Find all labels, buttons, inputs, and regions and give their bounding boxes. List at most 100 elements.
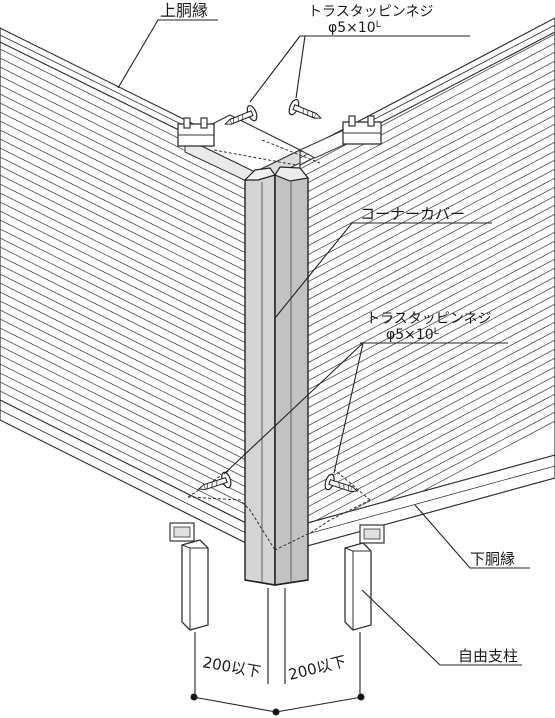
leader-lower-rail	[414, 504, 530, 569]
slat-line	[0, 255, 250, 382]
slat-line	[0, 228, 250, 355]
slat-line	[0, 282, 250, 409]
slat-line	[0, 390, 250, 517]
leader-screw-mid-b	[333, 342, 364, 474]
upper-rail-clip-left	[177, 117, 215, 147]
slat-line	[300, 69, 555, 206]
slat-line	[0, 156, 250, 283]
slat-line	[300, 96, 555, 233]
slat-line	[0, 219, 250, 346]
leader-free-post	[361, 589, 522, 666]
slat-line	[0, 111, 250, 238]
slat-line	[0, 354, 250, 481]
free-post-right	[344, 542, 372, 631]
corner-cover	[243, 166, 310, 586]
slat-line	[0, 75, 250, 202]
slat-line	[0, 66, 250, 193]
slat-line	[0, 318, 250, 445]
slat-line	[0, 93, 250, 220]
slat-line	[0, 147, 250, 274]
slat-line	[0, 129, 250, 256]
slat-line	[300, 357, 555, 494]
slat-line	[300, 141, 555, 278]
slat-line	[0, 165, 250, 292]
leader-corner-cover	[274, 222, 492, 319]
slat-line	[300, 186, 555, 323]
slat-line	[300, 105, 555, 242]
slat-line	[0, 309, 250, 436]
slat-line	[300, 87, 555, 224]
slat-line	[300, 78, 555, 215]
slat-line	[300, 51, 555, 188]
slat-line	[300, 231, 555, 368]
slat-line	[0, 102, 250, 229]
slat-line	[300, 276, 555, 413]
label-free-post: 自由支柱	[458, 647, 518, 665]
slat-line	[300, 132, 555, 269]
label-screw-mid-name: トラスタッピンネジ	[366, 311, 491, 327]
slat-line	[0, 363, 250, 490]
screw-top-right-icon	[288, 98, 323, 119]
slat-line	[300, 168, 555, 305]
screw-bottom-right-icon	[324, 473, 359, 493]
slat-line	[300, 60, 555, 197]
slat-line	[0, 291, 250, 418]
label-screw-mid-size: φ5×10L	[386, 327, 439, 343]
lower-rail-clip-left	[169, 522, 195, 542]
slat-line	[0, 300, 250, 427]
slat-line	[0, 192, 250, 319]
slat-line	[300, 213, 555, 350]
slat-line	[300, 384, 555, 521]
slat-line	[300, 285, 555, 422]
slat-line	[300, 159, 555, 296]
slat-line	[300, 204, 555, 341]
free-post-center	[267, 588, 286, 684]
label-screw-top-name: トラスタッピンネジ	[308, 4, 433, 20]
slat-line	[0, 372, 250, 499]
slat-line	[300, 177, 555, 314]
slat-line	[300, 366, 555, 503]
screw-bottom-left-icon	[197, 471, 232, 491]
dimension-right-text: 200以下	[287, 652, 348, 684]
slat-line	[0, 345, 250, 472]
slat-line	[0, 174, 250, 301]
slat-line	[300, 258, 555, 395]
label-upper-rail: 上胴縁	[160, 1, 208, 20]
slat-line	[300, 123, 555, 260]
leader-screw-top-b	[295, 35, 306, 99]
slat-line	[0, 183, 250, 310]
slat-line	[0, 246, 250, 373]
screw-top-size: φ5×10	[328, 20, 376, 36]
slat-line	[300, 222, 555, 359]
slat-line	[0, 336, 250, 463]
dimension-lines	[190, 632, 365, 716]
slat-line	[0, 138, 250, 265]
slat-line	[300, 33, 555, 170]
label-corner-cover: コーナーカバー	[360, 205, 465, 223]
slat-line	[0, 237, 250, 364]
right-panel-slats	[300, 30, 555, 540]
slat-line	[300, 348, 555, 485]
slat-line	[300, 339, 555, 476]
slat-line	[300, 330, 555, 467]
slat-line	[300, 150, 555, 287]
dimension-left-text: 200以下	[201, 653, 262, 681]
slat-line	[300, 312, 555, 449]
slat-line	[300, 114, 555, 251]
screw-mid-size: φ5×10	[386, 327, 434, 343]
slat-line	[0, 273, 250, 400]
slat-line	[300, 294, 555, 431]
label-lower-rail: 下胴縁	[470, 550, 515, 568]
slat-line	[0, 84, 250, 211]
leader-screw-top-a	[249, 35, 301, 103]
slat-line	[0, 327, 250, 454]
slat-line	[300, 42, 555, 179]
slat-line	[0, 201, 250, 328]
leader-upper-rail	[117, 19, 218, 89]
slat-line	[300, 303, 555, 440]
lower-rail-clip-right	[359, 524, 385, 544]
screw-top-left-icon	[223, 104, 258, 125]
left-panel	[0, 27, 251, 546]
slat-line	[0, 120, 250, 247]
